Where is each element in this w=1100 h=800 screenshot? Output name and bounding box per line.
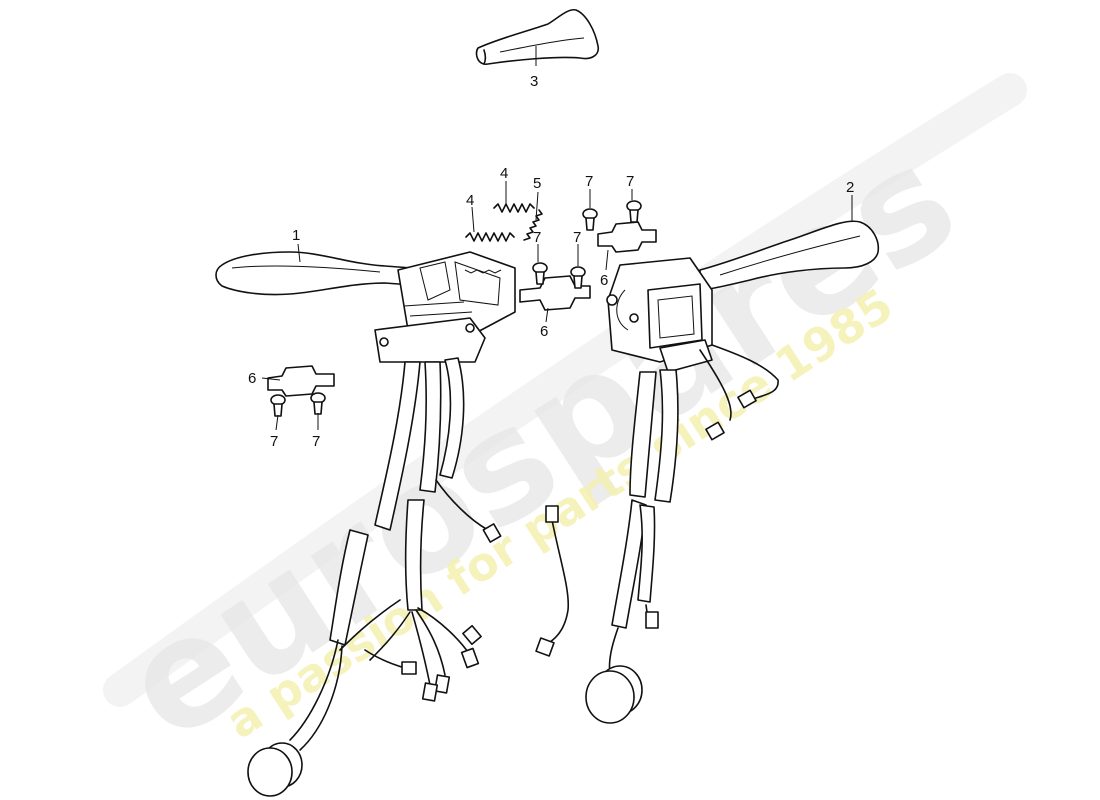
callout-3: 3 (530, 73, 538, 90)
clamp-right (597, 221, 657, 253)
callout-6a: 6 (248, 370, 256, 387)
callout-4b: 4 (466, 192, 474, 209)
callout-4a: 4 (500, 165, 508, 182)
callout-1: 1 (292, 227, 300, 244)
right-combination-switch (535, 220, 880, 724)
screw-7b (626, 200, 642, 223)
left-combination-switch (215, 251, 516, 797)
screw-7e (270, 394, 286, 417)
spring-4a (465, 232, 515, 242)
callout-7e: 7 (270, 433, 278, 450)
screw-7c (532, 262, 548, 285)
screw-7d (570, 266, 586, 289)
lever-knob-part (475, 8, 600, 65)
leader-lines (261, 46, 853, 431)
callout-7f: 7 (312, 433, 320, 450)
screw-7a (582, 208, 598, 231)
callout-7b: 7 (626, 173, 634, 190)
springs (465, 203, 543, 242)
clamps (267, 221, 657, 397)
callouts: 3 1 2 4 4 5 7 7 7 7 6 6 6 7 7 (248, 73, 854, 450)
callout-7d: 7 (573, 229, 581, 246)
screws (270, 200, 642, 417)
spring-4b (493, 203, 535, 213)
callout-7c: 7 (533, 229, 541, 246)
screw-7f (310, 392, 326, 415)
callout-5: 5 (533, 175, 541, 192)
clamp-center (519, 275, 591, 311)
callout-2: 2 (846, 179, 854, 196)
callout-7a: 7 (585, 173, 593, 190)
watermark: eurospares a passion for parts since 198… (95, 73, 1027, 775)
callout-6c: 6 (600, 272, 608, 289)
clamp-left (267, 365, 335, 397)
spring-5 (523, 209, 543, 241)
callout-6b: 6 (540, 323, 548, 340)
